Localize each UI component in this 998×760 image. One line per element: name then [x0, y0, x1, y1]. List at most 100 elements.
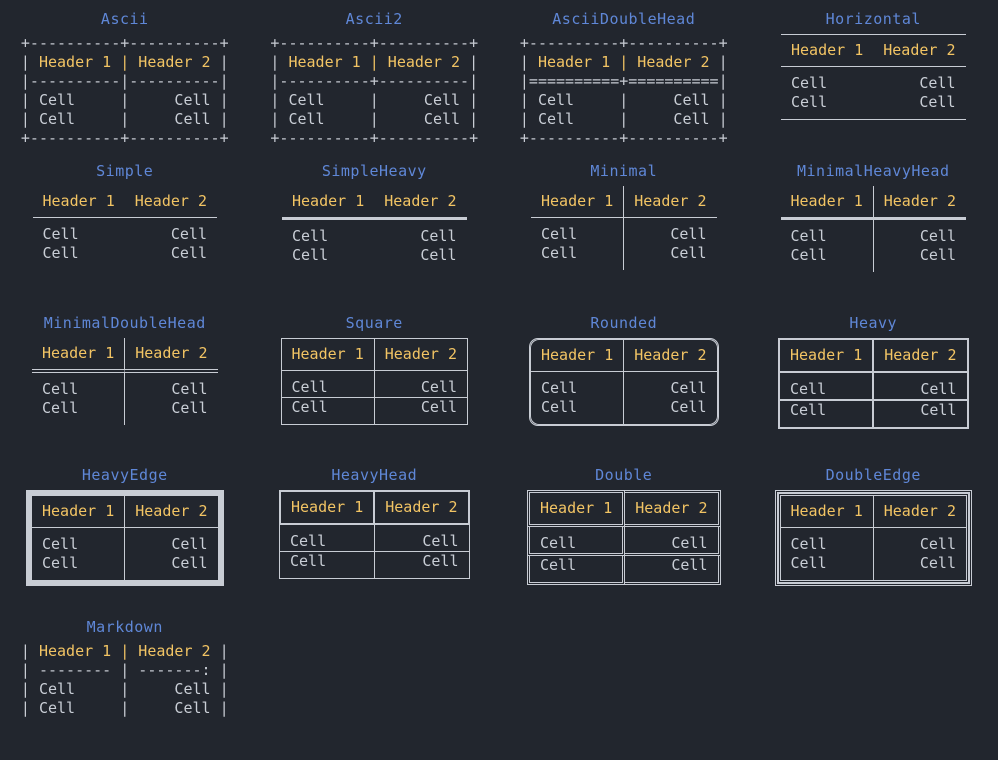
table-cell: Cell — [33, 244, 125, 270]
column-header-1: Header 1 — [279, 490, 375, 525]
column-header-1: Header 1 — [781, 496, 874, 528]
table-cell: Cell — [874, 401, 968, 429]
table-cell: Cell — [531, 372, 624, 398]
column-header-2: Header 2 — [375, 338, 468, 371]
table-cell: Cell — [781, 67, 873, 93]
table-cell: Cell — [781, 93, 873, 120]
table-cell: Cell — [778, 373, 874, 401]
column-header-2: Header 2 — [874, 496, 966, 528]
box-style-title: Simple — [96, 160, 153, 182]
table-cell: Cell — [281, 371, 375, 398]
table-cell: Cell — [625, 527, 720, 556]
box-style-card: Markdown| Header 1 | Header 2 | | ------… — [0, 608, 250, 760]
table-cell: Cell — [375, 371, 468, 398]
column-header-2: Header 2 — [874, 338, 968, 373]
column-header-2: Header 2 — [624, 186, 716, 218]
column-header-1: Header 1 — [281, 338, 375, 371]
box-style-title: Square — [346, 312, 403, 334]
column-header-2: Header 2 — [375, 490, 469, 525]
table-cell: Cell — [281, 398, 375, 425]
table-cell: Cell — [624, 244, 716, 270]
column-header-1: Header 1 — [32, 338, 125, 373]
table-cell: Cell — [624, 372, 716, 398]
table-cell: Cell — [125, 554, 217, 580]
box-style-title: Ascii2 — [346, 8, 403, 30]
table-cell: Cell — [781, 220, 874, 246]
table-cell: Cell — [874, 373, 968, 401]
table-cell: Cell — [32, 399, 125, 425]
column-header-1: Header 1 — [781, 186, 874, 220]
table-cell: Cell — [282, 246, 374, 272]
box-style-title: HeavyEdge — [82, 464, 168, 486]
column-header-2: Header 2 — [374, 186, 466, 220]
box-style-title: MinimalHeavyHead — [797, 160, 950, 182]
box-style-title: Rounded — [590, 312, 657, 334]
table-cell: Cell — [375, 525, 469, 552]
box-style-title: DoubleEdge — [826, 464, 921, 486]
table-cell: Cell — [279, 552, 375, 579]
table-cell: Cell — [125, 399, 217, 425]
table-cell: Cell — [531, 244, 624, 270]
table-cell: Cell — [874, 246, 966, 272]
column-header-2: Header 2 — [125, 496, 217, 528]
table-cell: Cell — [33, 218, 125, 244]
box-style-title: AsciiDoubleHead — [552, 8, 695, 30]
table-cell: Cell — [282, 220, 374, 246]
table-cell: Cell — [32, 554, 125, 580]
column-header-1: Header 1 — [531, 340, 624, 372]
table-cell: Cell — [279, 525, 375, 552]
ascii-table-art: +----------+----------+ | Header 1 | Hea… — [520, 34, 728, 148]
table-cell: Cell — [624, 398, 716, 424]
table-cell: Cell — [32, 373, 125, 399]
table-cell: Cell — [375, 398, 468, 425]
table-cell: Cell — [125, 528, 217, 554]
box-style-card: AsciiDoubleHead +----------+----------+ |… — [499, 0, 749, 152]
box-style-card: Ascii2+----------+----------+ | Header 1… — [250, 0, 500, 152]
table-cell: Cell — [873, 67, 965, 93]
column-header-1: Header 1 — [33, 186, 125, 218]
table-cell: Cell — [527, 527, 625, 556]
column-header-2: Header 2 — [625, 490, 720, 527]
ascii-table-art: | Header 1 | Header 2 | | -------- | ---… — [21, 642, 229, 718]
table-cell: Cell — [874, 220, 966, 246]
table-cell: Cell — [531, 398, 624, 424]
